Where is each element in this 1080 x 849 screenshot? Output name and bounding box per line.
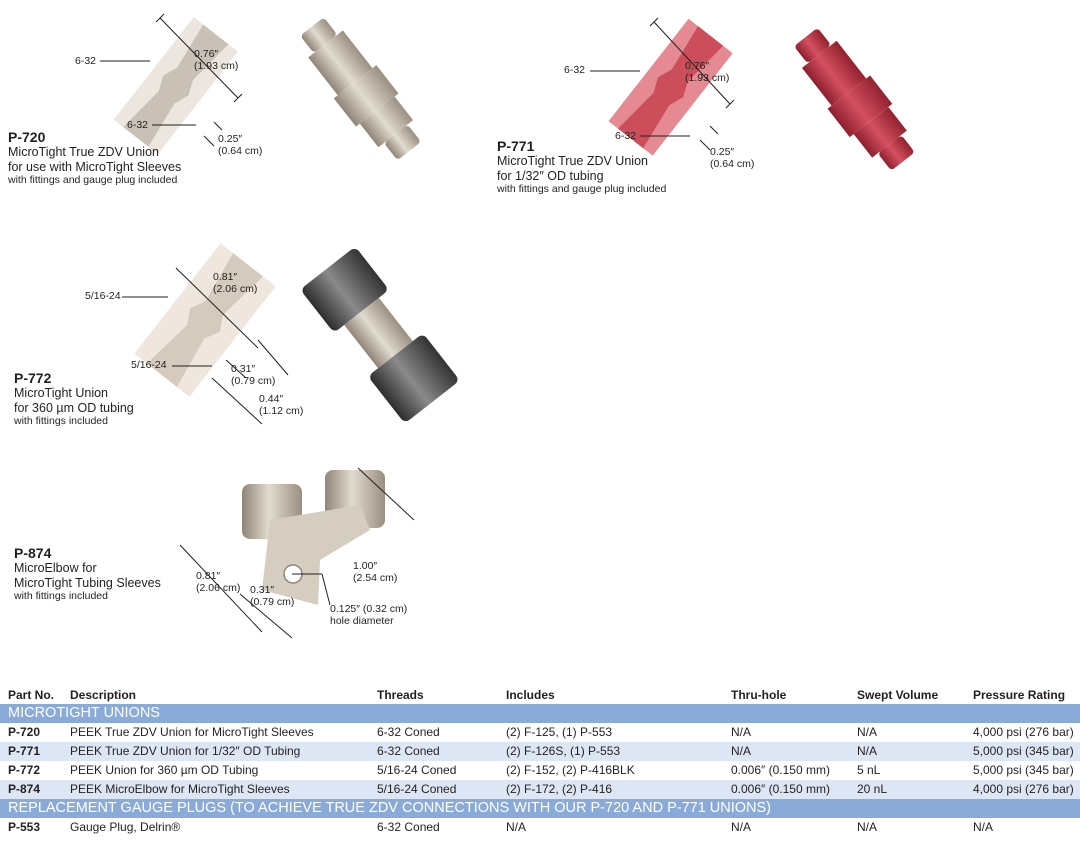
p772-info: P-772 MicroTight Union for 360 µm OD tub… — [14, 370, 134, 427]
p771-dim-thread: 0.25″ (0.64 cm) — [710, 146, 755, 170]
section-band: REPLACEMENT GAUGE PLUGS (TO ACHIEVE TRUE… — [0, 799, 1080, 818]
header-pressure-rating: Pressure Rating — [973, 688, 1066, 702]
p772-cross-section — [134, 243, 276, 397]
part-desc-1: MicroTight True ZDV Union — [8, 145, 159, 159]
p772-callout-top: 5/16-24 — [85, 290, 121, 302]
table-row: P-720 PEEK True ZDV Union for MicroTight… — [8, 725, 1074, 739]
part-number: P-771 — [497, 138, 535, 154]
header-includes: Includes — [506, 688, 555, 702]
p874-dim-flat: 0.31″ (0.79 cm) — [250, 584, 295, 608]
part-note: with fittings and gauge plug included — [497, 183, 667, 195]
p874-dim-width: 1.00″ (2.54 cm) — [353, 560, 398, 584]
part-note: with fittings included — [14, 415, 108, 427]
p772-callout-bottom: 5/16-24 — [131, 359, 167, 371]
p771-info: P-771 MicroTight True ZDV Union for 1/32… — [497, 138, 666, 195]
header-description: Description — [70, 688, 137, 702]
p720-dim-thread: 0.25″ (0.64 cm) — [218, 133, 263, 157]
p874-info: P-874 MicroElbow for MicroTight Tubing S… — [14, 545, 161, 602]
part-desc-1: MicroTight Union — [14, 386, 109, 400]
part-desc-2: for 1/32″ OD tubing — [497, 168, 604, 183]
table-header: Part No. Description Threads Includes Th… — [0, 687, 1080, 704]
p772-dim-length: 0.81″ (2.06 cm) — [213, 271, 258, 295]
part-desc-2: for 360 µm OD tubing — [14, 400, 134, 415]
header-part-no: Part No. — [8, 688, 55, 702]
part-note: with fittings included — [14, 590, 108, 602]
p874-dim-hole: 0.125″ (0.32 cm) hole diameter — [330, 603, 408, 627]
p771-callout-top: 6-32 — [564, 64, 586, 76]
p874-part — [242, 470, 385, 605]
part-note: with fittings and gauge plug included — [8, 174, 178, 186]
table-row: P-874 PEEK MicroElbow for MicroTight Sle… — [0, 780, 1080, 799]
product-illustrations — [100, 13, 914, 639]
p771-callout-bottom: 6-32 — [615, 130, 637, 142]
p720-part — [301, 18, 420, 159]
p720-dim-length: 0.76″ (1.93 cm) — [194, 48, 239, 72]
p720-cross-section — [113, 17, 238, 155]
p771-part — [795, 29, 914, 170]
section-band: MICROTIGHT UNIONS — [0, 704, 1080, 723]
part-number: P-772 — [14, 370, 52, 386]
part-number: P-720 — [8, 129, 46, 145]
p720-callout-top: 6-32 — [75, 55, 97, 67]
header-threads: Threads — [377, 688, 424, 702]
p772-part — [302, 248, 458, 422]
p771-dim-length: 0.76″ (1.93 cm) — [685, 60, 730, 84]
part-desc-2: MicroTight Tubing Sleeves — [14, 575, 161, 590]
table-row: P-553 Gauge Plug, Delrin® 6-32 Coned N/A… — [8, 820, 994, 834]
part-desc-2: for use with MicroTight Sleeves — [8, 159, 182, 174]
header-swept-volume: Swept Volume — [857, 688, 939, 702]
table-row: P-772 PEEK Union for 360 µm OD Tubing 5/… — [8, 763, 1074, 777]
product-table: Part No. Description Threads Includes Th… — [0, 687, 1080, 837]
table-row: P-771 PEEK True ZDV Union for 1/32″ OD T… — [0, 742, 1080, 761]
p720-callout-bottom: 6-32 — [127, 119, 149, 131]
p772-dim-flat: 0.31″ (0.79 cm) — [231, 363, 276, 387]
p772-dim-width: 0.44″ (1.12 cm) — [259, 393, 304, 417]
p720-info: P-720 MicroTight True ZDV Union for use … — [8, 129, 181, 186]
part-number: P-874 — [14, 545, 52, 561]
p874-dim-height: 0.81″ (2.06 cm) — [196, 570, 241, 594]
part-desc-1: MicroTight True ZDV Union — [497, 154, 648, 168]
part-desc-1: MicroElbow for — [14, 561, 97, 575]
p771-cross-section — [608, 18, 733, 156]
header-thru-hole: Thru-hole — [731, 688, 787, 702]
